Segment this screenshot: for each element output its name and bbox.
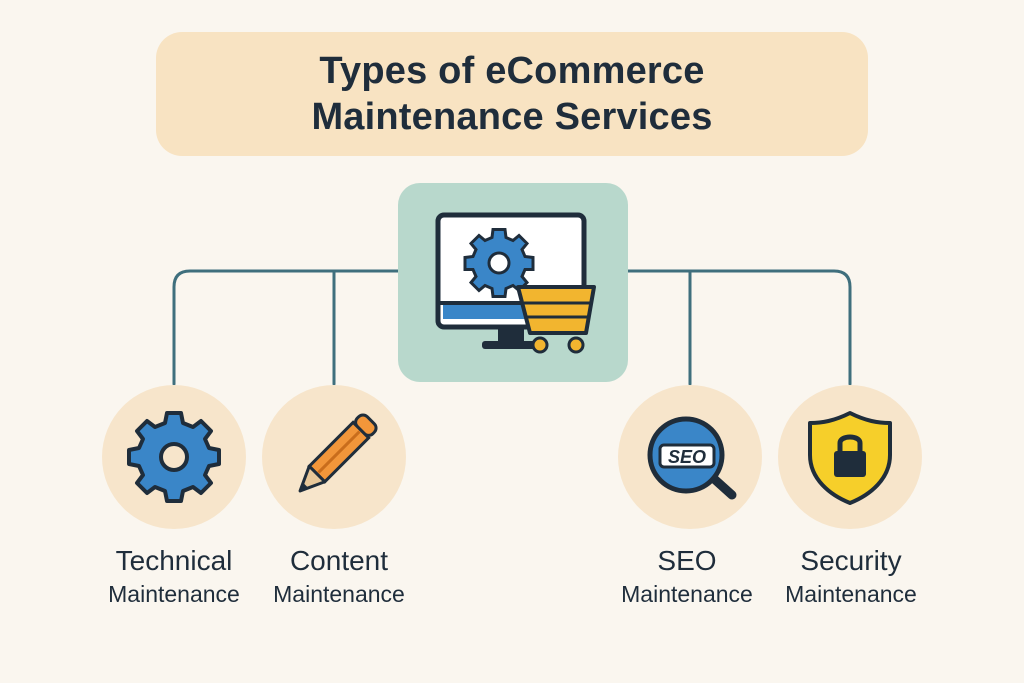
security-label: Security Maintenance	[751, 544, 951, 610]
title-banner: Types of eCommerce Maintenance Services	[156, 32, 868, 156]
technical-label: Technical Maintenance	[74, 544, 274, 610]
connector-seo	[626, 269, 692, 386]
technical-label-line2: Maintenance	[108, 581, 240, 607]
technical-circle	[102, 385, 246, 529]
security-circle	[778, 385, 922, 529]
seo-magnifier-icon: SEO	[647, 416, 737, 500]
seo-label: SEO Maintenance	[587, 544, 787, 610]
gear-icon	[463, 228, 535, 298]
central-hub	[398, 183, 628, 382]
seo-circle: SEO	[618, 385, 762, 529]
connector-security	[688, 269, 852, 386]
gear-icon	[127, 411, 221, 503]
title-line-1: Types of eCommerce	[319, 50, 705, 92]
content-circle	[262, 385, 406, 529]
content-label: Content Maintenance	[239, 544, 439, 610]
pencil-icon	[298, 413, 378, 493]
shield-lock-icon	[808, 411, 892, 505]
security-label-line2: Maintenance	[785, 581, 917, 607]
shopping-cart-icon	[516, 285, 596, 354]
title-line-2: Maintenance Services	[311, 96, 713, 138]
technical-label-line1: Technical	[115, 545, 233, 576]
seo-label-line2: Maintenance	[621, 581, 753, 607]
content-label-line1: Content	[289, 545, 389, 576]
seo-badge-text: SEO	[668, 447, 706, 467]
content-label-line2: Maintenance	[273, 581, 405, 607]
connector-technical	[172, 269, 400, 386]
security-label-line1: Security	[800, 545, 902, 576]
seo-label-line1: SEO	[657, 545, 717, 576]
